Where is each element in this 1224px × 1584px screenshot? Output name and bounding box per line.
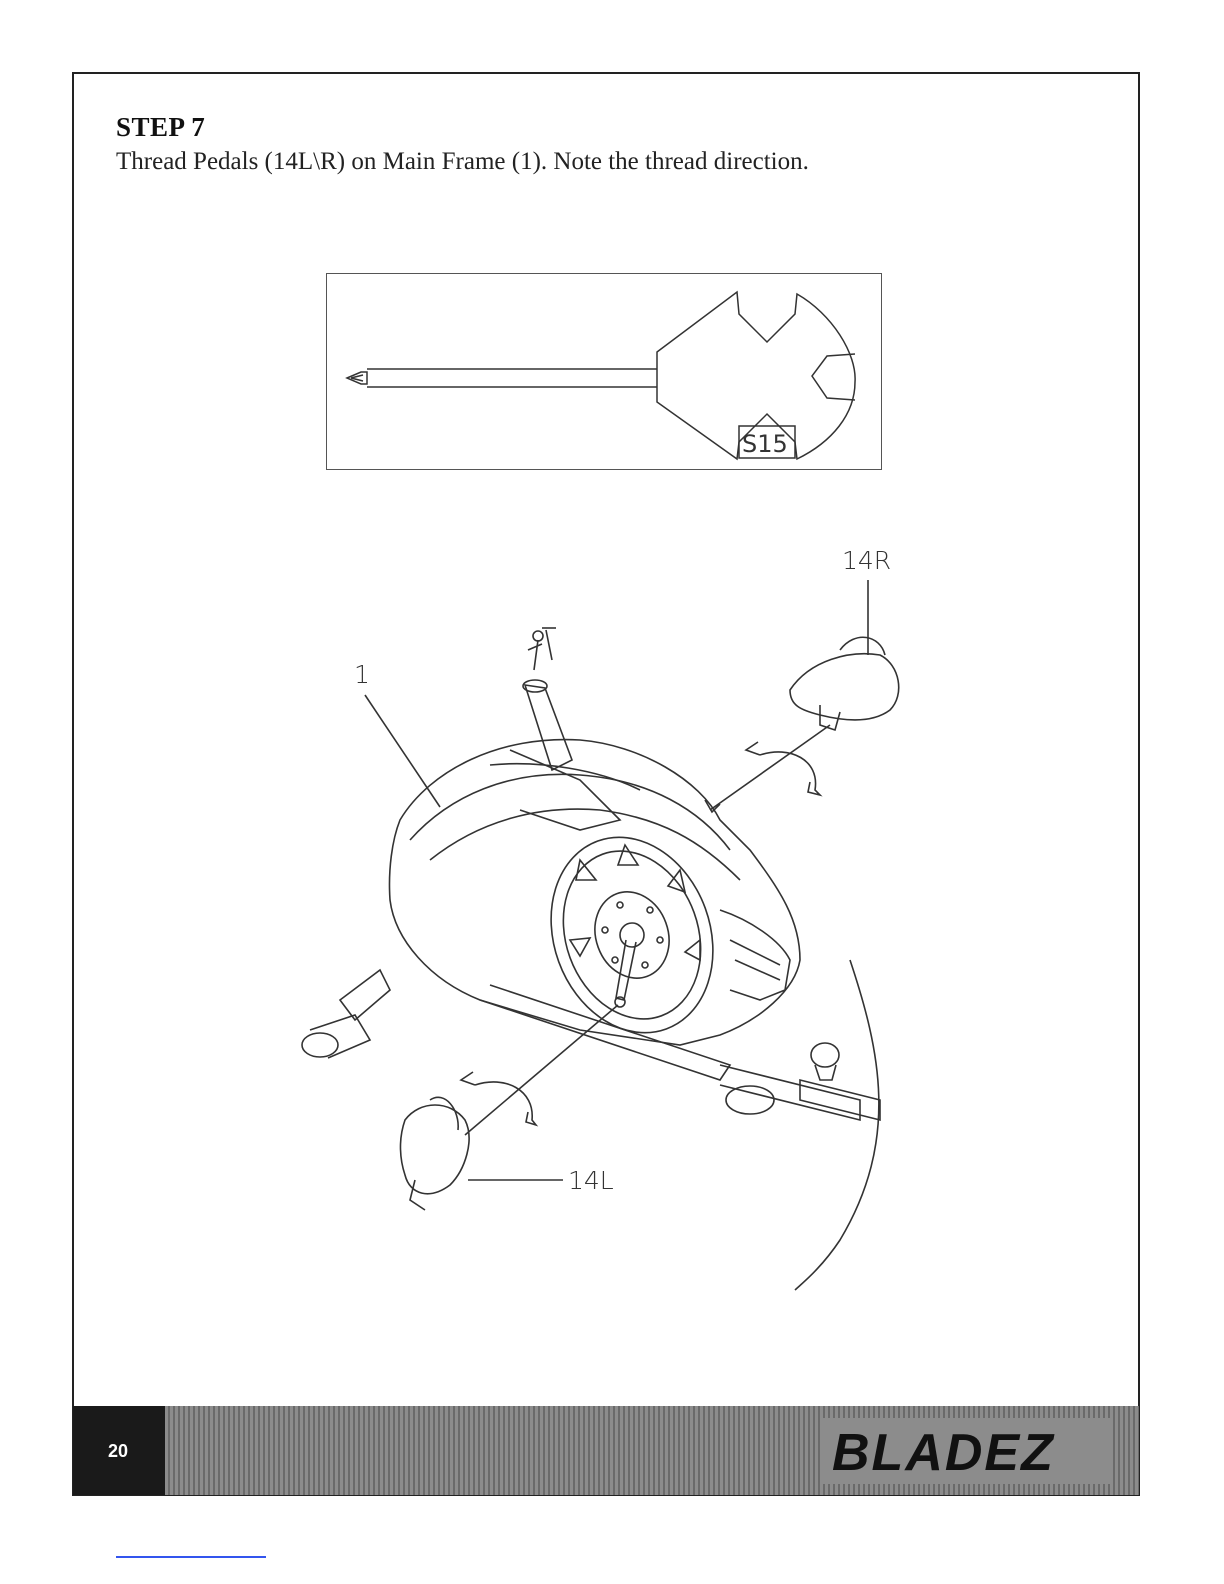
bike-frame-diagram [280,520,960,1300]
callout-left-pedal: 14L [568,1166,614,1195]
tool-label: S15 [742,430,788,458]
main-frame-body [389,740,800,1045]
right-pedal [790,637,899,730]
left-pedal [400,1097,469,1210]
step-title: STEP 7 [116,112,205,143]
tool-box [326,273,882,470]
flywheel [525,814,740,1055]
callout-right-pedal: 14R [842,546,891,575]
wrench-screwdriver-icon [327,274,883,471]
brand-name: BLADEZ [832,1424,1055,1482]
callout-main-frame: 1 [354,660,370,689]
crank-arm [616,940,636,1000]
thread-direction-arrow-right [760,752,820,795]
rear-stabilizer [340,970,390,1020]
bladez-logo: BLADEZ [822,1418,1112,1484]
seat-post [525,685,572,770]
step-instruction: Thread Pedals (14L\R) on Main Frame (1).… [116,148,809,176]
bottom-link-underline [116,1556,266,1558]
page-number: 20 [108,1441,128,1462]
front-stabilizer [800,1080,880,1120]
